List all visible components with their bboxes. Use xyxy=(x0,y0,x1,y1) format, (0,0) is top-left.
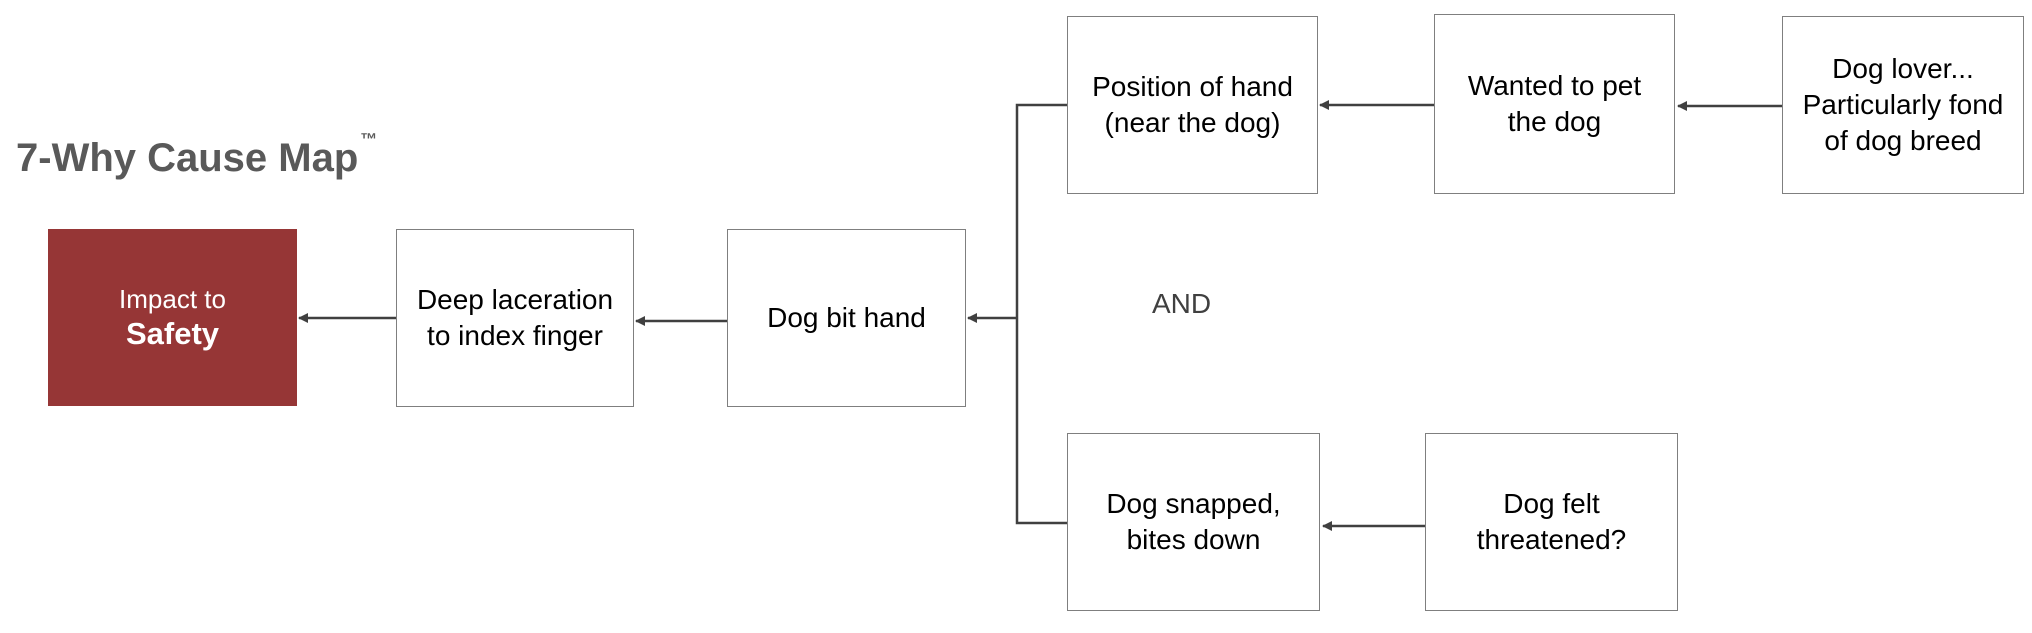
cause-box-dog-bit: Dog bit hand xyxy=(727,229,966,407)
cause-text-line: to index finger xyxy=(427,320,603,351)
cause-text-line: Dog snapped, xyxy=(1106,488,1281,519)
cause-text-line: Dog lover... xyxy=(1832,53,1974,84)
cause-text-line: (near the dog) xyxy=(1104,107,1281,138)
cause-text-line: Position of hand xyxy=(1092,71,1293,102)
cause-box-position: Position of hand (near the dog) xyxy=(1067,16,1318,194)
cause-text-line: of dog breed xyxy=(1824,125,1982,156)
impact-label: Impact to xyxy=(119,283,226,314)
cause-text-line: Deep laceration xyxy=(416,284,614,315)
cause-text-line: Particularly fond xyxy=(1802,89,2004,120)
cause-text-line: the dog xyxy=(1507,106,1602,137)
cause-text-line: threatened? xyxy=(1476,524,1627,555)
trademark-symbol: ™ xyxy=(360,130,378,149)
cause-text-line: Dog felt xyxy=(1503,488,1600,519)
and-bracket xyxy=(1015,103,1067,525)
impact-category: Safety xyxy=(125,315,220,351)
cause-box-laceration: Deep laceration to index finger xyxy=(396,229,634,407)
cause-text-line: bites down xyxy=(1126,524,1261,555)
cause-box-wanted: Wanted to pet the dog xyxy=(1434,14,1675,194)
cause-box-threatened: Dog felt threatened? xyxy=(1425,433,1678,611)
cause-text-line: Dog bit hand xyxy=(767,302,926,333)
impact-box: Impact to Safety xyxy=(48,229,297,406)
diagram-title-text: 7-Why Cause Map xyxy=(16,136,359,180)
cause-text-line: Wanted to pet xyxy=(1467,70,1642,101)
cause-box-snapped: Dog snapped, bites down xyxy=(1067,433,1320,611)
and-label: AND xyxy=(1152,288,1212,319)
cause-box-dog-lover: Dog lover... Particularly fond of dog br… xyxy=(1782,16,2024,194)
